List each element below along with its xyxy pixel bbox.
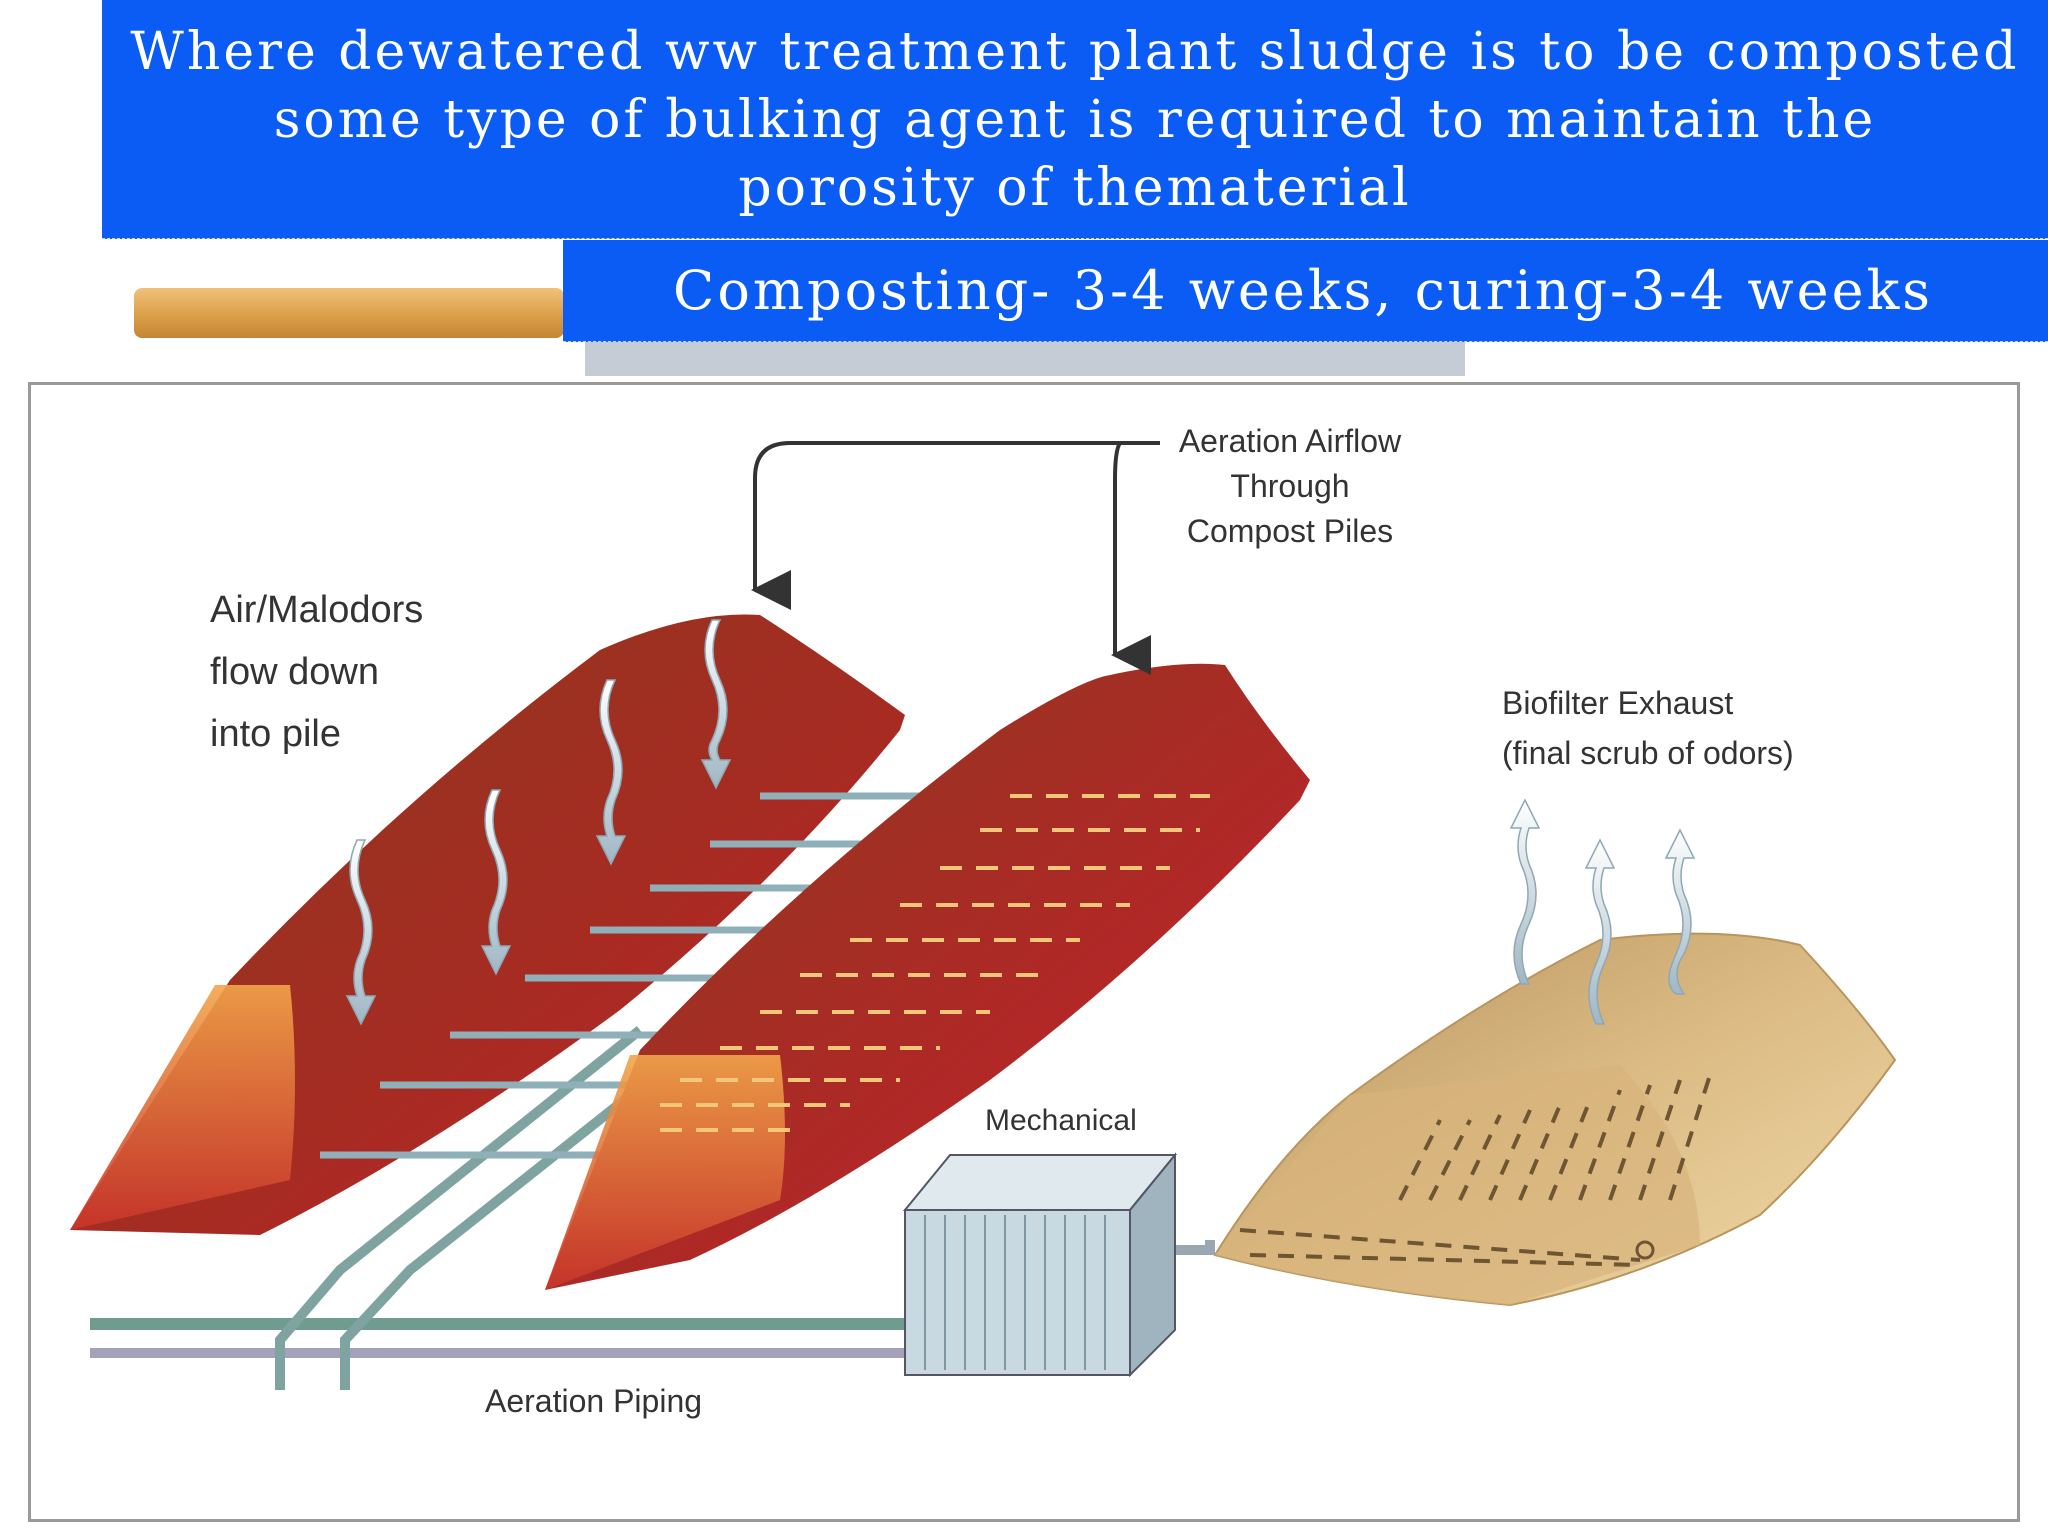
decorative-gold-bar: [134, 288, 564, 338]
diagram-labels: Air/Malodors flow down into pile Aeratio…: [210, 423, 1794, 1419]
biofilter-feed-pipe: [1175, 1240, 1215, 1255]
label-biofilter-exhaust-2: (final scrub of odors): [1502, 735, 1794, 771]
mechanical-blower: [902, 1152, 1178, 1378]
left-compost-pile: [70, 614, 905, 1235]
right-compost-pile: [545, 663, 1310, 1290]
label-aeration-piping: Aeration Piping: [485, 1383, 702, 1419]
label-air-malodors-2: flow down: [210, 651, 379, 693]
branch-pipe-1: [275, 1026, 644, 1390]
biofilter-exhaust-arrows: [1509, 798, 1696, 1025]
internal-aeration-dashes: [660, 794, 1210, 1132]
title-line-1: Where dewatered ww treatment plant sludg…: [130, 22, 2020, 82]
label-air-malodors-1: Air/Malodors: [210, 589, 423, 631]
label-biofilter-exhaust-1: Biofilter Exhaust: [1502, 685, 1733, 721]
label-air-malodors-3: into pile: [210, 713, 341, 755]
title-line-3: porosity of thematerial: [738, 158, 1412, 218]
main-pipe-gray: [90, 1348, 1100, 1358]
malodor-flow-arrows: [345, 619, 732, 1026]
decorative-gray-bar: [585, 336, 1465, 376]
aeration-airflow-arrows: [751, 441, 1160, 675]
biofilter-pile: [1213, 932, 1897, 1307]
label-aeration-airflow-1: Aeration Airflow: [1179, 423, 1402, 459]
label-aeration-airflow-3: Compost Piles: [1187, 513, 1393, 549]
label-aeration-airflow-2: Through: [1230, 468, 1349, 504]
subtitle-banner: Composting- 3-4 weeks, curing-3-4 weeks: [563, 240, 2048, 342]
title-banner: Where dewatered ww treatment plant sludg…: [102, 0, 2048, 239]
biofilter-dashes: [1239, 1074, 1712, 1267]
main-pipe-green: [90, 1318, 1010, 1330]
label-mechanical: Mechanical: [985, 1104, 1137, 1137]
title-line-2: some type of bulking agent is required t…: [273, 90, 1877, 150]
